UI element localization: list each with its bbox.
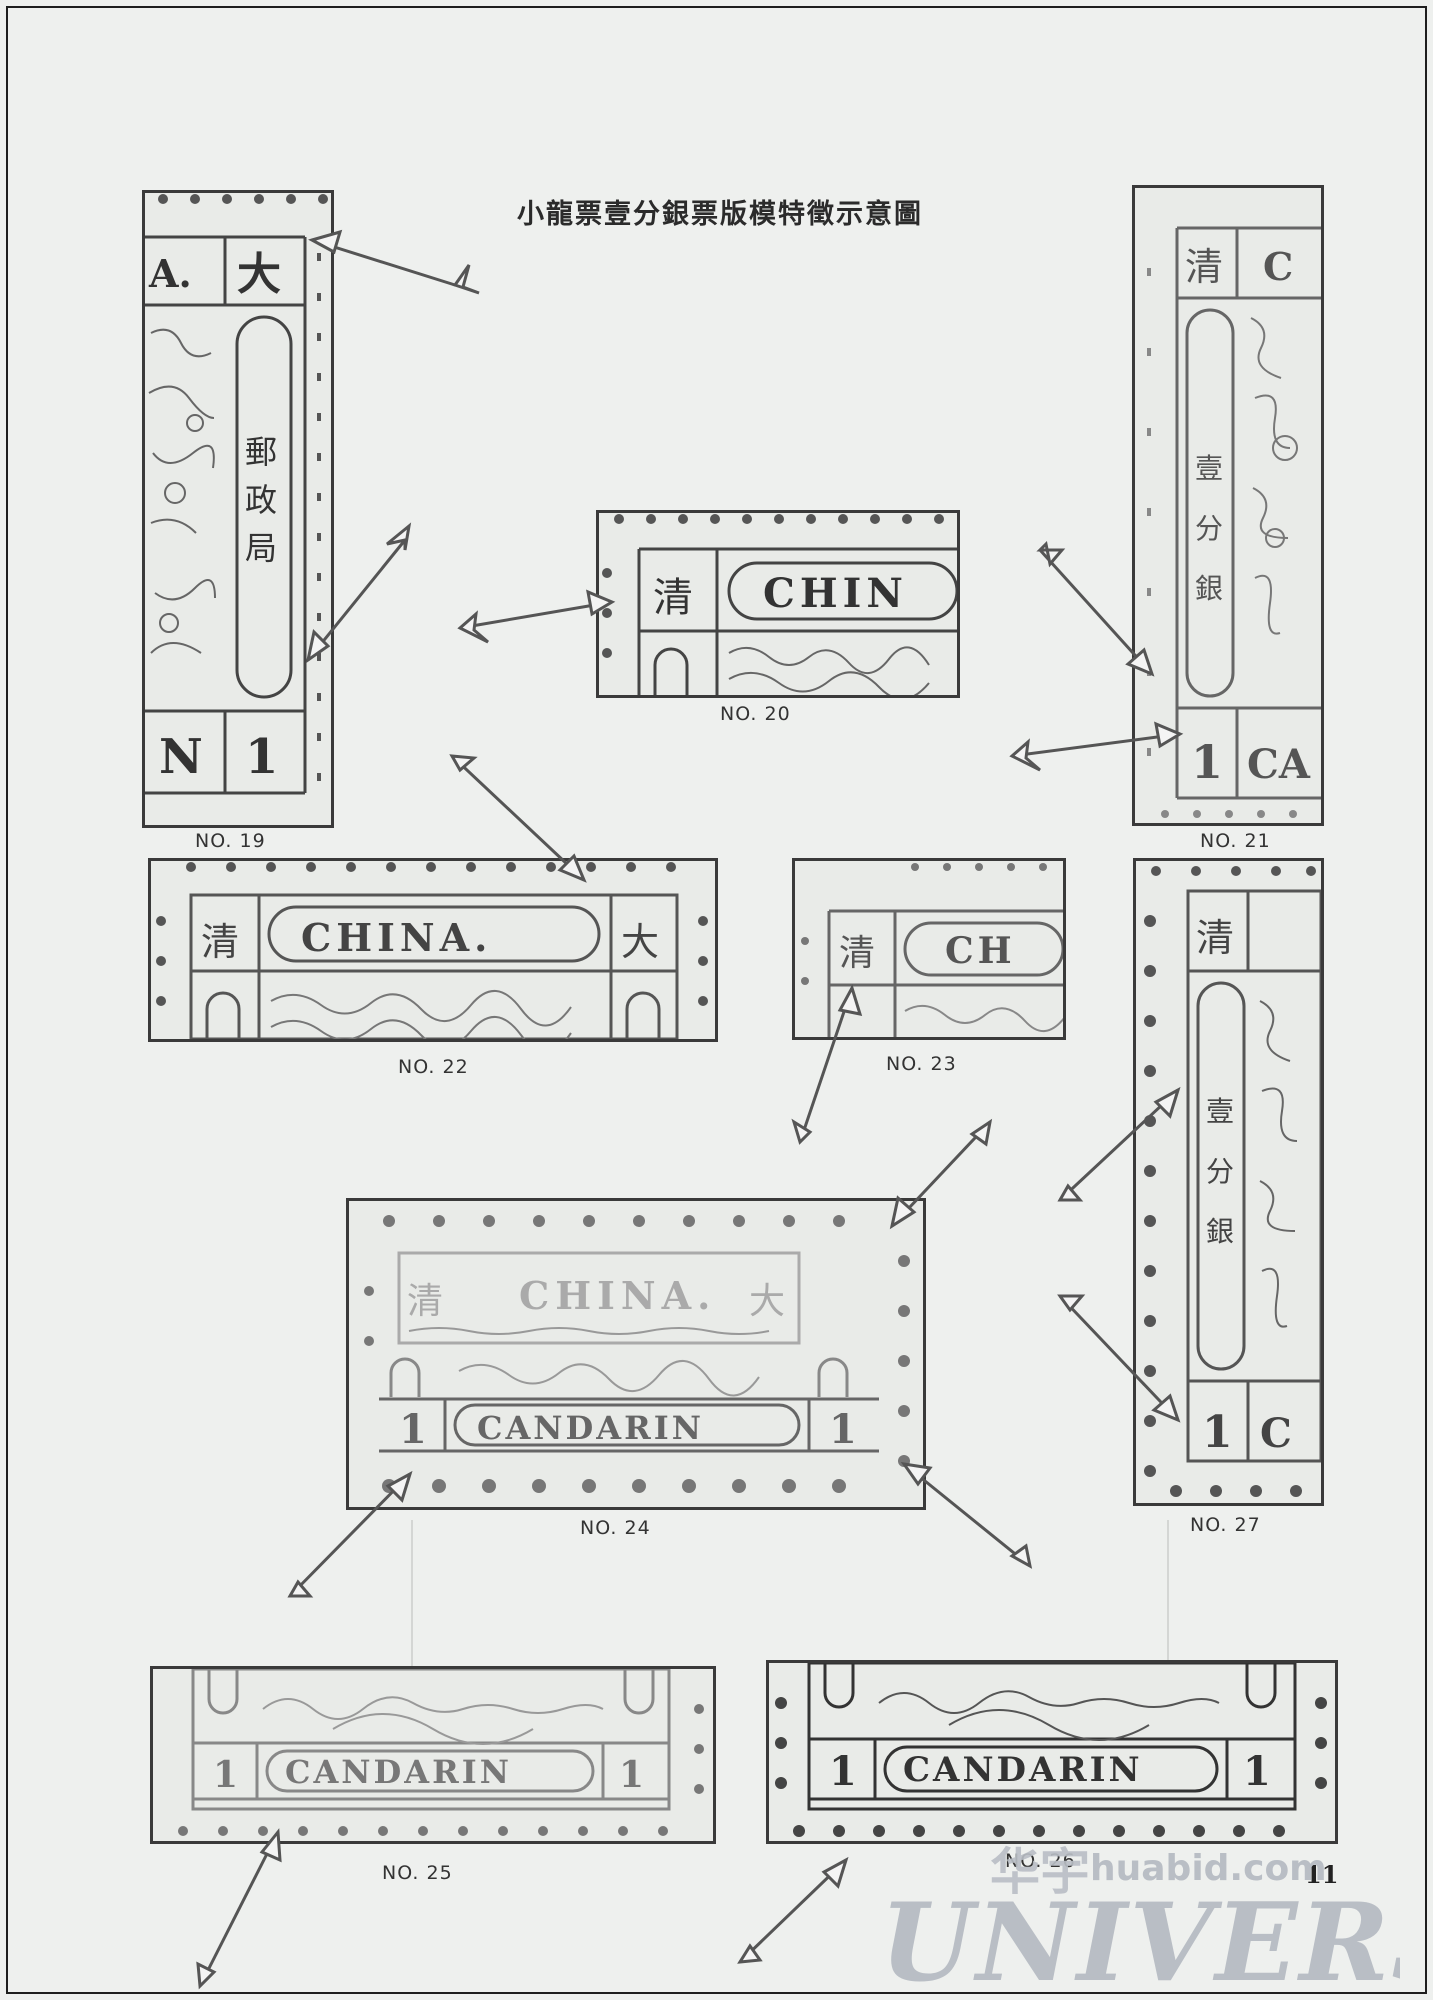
no20-chin-text: CHIN [763, 570, 908, 617]
no21-ca-text: CA [1247, 741, 1311, 788]
watermark-url: huabid.com [1090, 1848, 1327, 1889]
stamp-no21-drawing: 清 C 壹 分 銀 1 CA [1147, 226, 1321, 818]
no26-one-right: 1 [1243, 1748, 1271, 1795]
stamp-no23-drawing: 清 CH [801, 863, 1063, 1037]
stamp-no22-drawing: 清 CHINA. 大 [156, 862, 708, 1039]
arrow-icon [737, 1856, 849, 1964]
arrow-icon [308, 229, 480, 295]
no21-yin-char: 銀 [1195, 572, 1223, 605]
no25-one-left: 1 [213, 1754, 238, 1796]
no21-qing-char: 清 [1185, 245, 1223, 289]
no24-da-char: 大 [749, 1281, 785, 1322]
no19-a-text: A. [148, 251, 192, 296]
no22-da-char: 大 [621, 920, 659, 964]
arrow-icon [889, 1118, 993, 1230]
caption-no23: NO. 23 [886, 1053, 957, 1075]
no19-ju-char: 局 [245, 529, 277, 567]
figure-no21: 清 C 壹 分 銀 1 CA [1132, 185, 1324, 826]
no19-n-text: N [159, 729, 203, 785]
no22-qing-char: 清 [201, 920, 239, 964]
arrow-icon [791, 984, 863, 1145]
watermark-cn: 华宇 [990, 1843, 1090, 1901]
arrow-icon [1057, 1086, 1181, 1202]
no19-you-char: 郵 [245, 433, 277, 471]
arrow-icon [305, 522, 412, 664]
no26-candarin-text: CANDARIN [903, 1750, 1143, 1790]
no20-qing-char: 清 [653, 575, 693, 621]
no19-zheng-char: 政 [245, 481, 277, 519]
no23-qing-char: 清 [839, 933, 875, 974]
svg-text:UNIVERSE: UNIVERSE [880, 1880, 1400, 2000]
figure-no19: A. 大 郵 政 局 N 1 [142, 190, 334, 828]
no22-china-text: CHINA. [301, 915, 492, 960]
no24-one-left: 1 [399, 1406, 427, 1453]
arrow-icon [457, 589, 616, 644]
no27-one-text: 1 [1202, 1407, 1233, 1458]
no21-yi-char: 壹 [1195, 452, 1223, 485]
caption-no20: NO. 20 [720, 703, 791, 725]
no24-candarin-text: CANDARIN [477, 1409, 704, 1447]
no21-fen-char: 分 [1195, 512, 1223, 545]
arrow-icon [196, 1828, 282, 1990]
caption-no25: NO. 25 [382, 1862, 453, 1884]
no19-da-char: 大 [237, 249, 281, 300]
no27-c-text: C [1260, 1410, 1292, 1457]
no19-one-text: 1 [245, 729, 278, 785]
figure-no23: 清 CH [792, 858, 1066, 1040]
stamp-no24-drawing: 清 CHINA. 大 1 CANDARIN 1 [364, 1215, 910, 1493]
arrow-icon [1009, 721, 1184, 772]
no23-ch-text: CH [945, 930, 1016, 972]
page-title: 小龍票壹分銀票版模特徵示意圖 [517, 199, 923, 230]
watermark-logo: UNIVERSE [880, 1880, 1400, 2000]
no26-one-left: 1 [829, 1748, 857, 1795]
figure-no22: 清 CHINA. 大 [148, 858, 718, 1042]
no27-fen-char: 分 [1206, 1155, 1234, 1188]
no27-qing-char: 清 [1196, 916, 1234, 960]
stamp-no27-drawing: 清 壹 分 銀 1 C [1144, 866, 1321, 1497]
stamp-no26-drawing: 1 CANDARIN 1 [775, 1663, 1327, 1837]
stamp-no25-drawing: 1 CANDARIN 1 [178, 1669, 704, 1836]
no25-one-right: 1 [619, 1754, 644, 1796]
no27-yin-char: 銀 [1206, 1215, 1234, 1248]
figure-no27: 清 壹 分 銀 1 C [1133, 858, 1324, 1506]
arrow-icon [900, 1461, 1033, 1569]
stamp-no20-drawing: 清 CHIN [602, 514, 957, 695]
arrow-icon [1057, 1294, 1181, 1423]
caption-no26: NO. 26 [1005, 1850, 1076, 1872]
no21-c-text: C [1263, 244, 1293, 289]
no24-one-right: 1 [829, 1406, 857, 1453]
no25-candarin-text: CANDARIN [285, 1753, 512, 1791]
caption-no24: NO. 24 [580, 1517, 651, 1539]
figure-no24: 清 CHINA. 大 1 CANDARIN 1 [346, 1198, 926, 1510]
caption-no27: NO. 27 [1190, 1514, 1261, 1536]
caption-no22: NO. 22 [398, 1056, 469, 1078]
figure-no25: 1 CANDARIN 1 [150, 1666, 716, 1844]
arrow-icon [449, 754, 587, 883]
figure-no26: 1 CANDARIN 1 [766, 1660, 1338, 1844]
no21-one-text: 1 [1191, 735, 1223, 789]
stamp-no19-drawing: A. 大 郵 政 局 N 1 [145, 194, 328, 795]
caption-no21: NO. 21 [1200, 830, 1271, 852]
page-number: 11 [1305, 1860, 1339, 1889]
no24-qing-char: 清 [407, 1281, 443, 1322]
arrow-icon [287, 1470, 413, 1598]
no27-yi-char: 壹 [1206, 1095, 1234, 1128]
figure-no20: 清 CHIN [596, 510, 960, 698]
caption-no19: NO. 19 [195, 830, 266, 852]
arrow-icon [1036, 540, 1155, 677]
no24-china-text: CHINA. [519, 1273, 716, 1318]
